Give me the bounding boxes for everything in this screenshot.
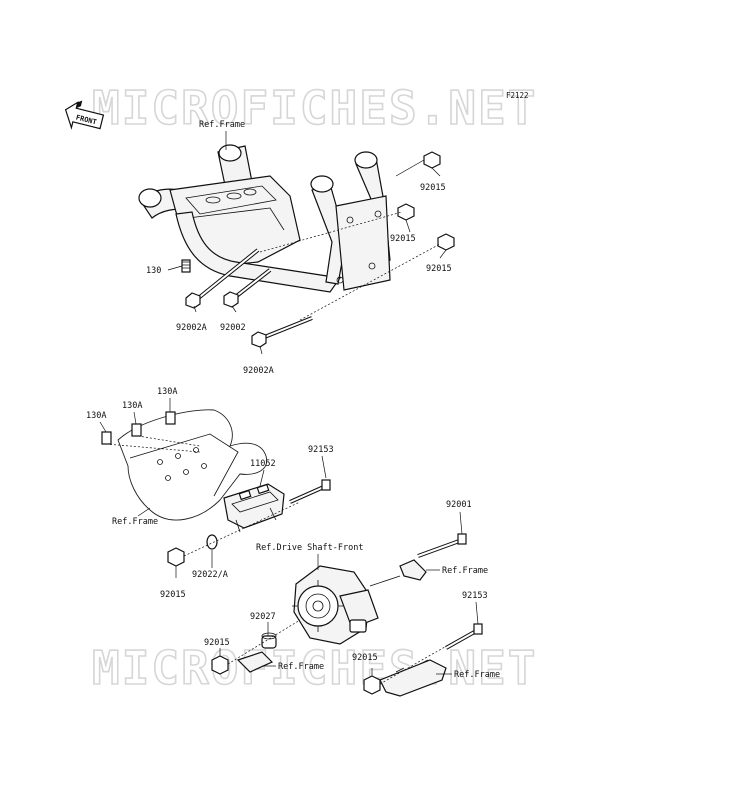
bolt-92001 [417,533,467,558]
front-arrow-icon: FRONT [64,100,105,130]
label-92002: 92002 [220,323,246,333]
label-11052: 11052 [250,459,276,469]
front-differential [292,565,401,645]
label-ref-frame-mid: Ref.Frame [112,517,158,527]
label-92022a: 92022/A [192,570,228,580]
frame-outline-mid [117,409,268,521]
watermark-top: MICROFICHES.NET [92,81,537,135]
label-ref-drive-shaft: Ref.Drive Shaft-Front [256,543,363,553]
bracket-bottom-frame [236,651,274,673]
diagram-code: F2122 [506,91,529,100]
bracket-11052 [223,483,285,533]
nut-92015-mid [167,547,185,567]
label-ref-frame-bottom: Ref.Frame [278,662,324,672]
nut-92015-bottom-right [363,675,381,695]
label-92001: 92001 [446,500,472,510]
bracket-bottom-right [379,659,447,697]
bolt-92002a-long [185,248,260,309]
engine-mount-bracket [138,144,455,293]
label-130: 130 [146,266,161,276]
label-ref-frame-bottom-right: Ref.Frame [454,670,500,680]
label-ref-frame-right: Ref.Frame [442,566,488,576]
label-130a-a: 130A [86,411,106,421]
bolt-130 [181,259,191,273]
label-92015-c: 92015 [426,264,452,274]
bolt-92153-upper [289,479,331,504]
label-92015-f: 92015 [352,653,378,663]
label-92002a-b: 92002A [243,366,274,376]
label-ref-frame-top: Ref.Frame [199,120,245,130]
label-92153-b: 92153 [462,591,488,601]
watermark-bottom: MICROFICHES.NET [92,641,537,695]
label-92015-b: 92015 [390,234,416,244]
label-92027: 92027 [250,612,276,622]
label-92015-a: 92015 [420,183,446,193]
collar-92027 [261,632,277,649]
bolts-130a [101,411,176,445]
washer-92022a [206,534,218,550]
bolt-92002a-lower [251,316,313,348]
label-92002a-a: 92002A [176,323,207,333]
nut-92015-bottom-left [211,655,229,675]
label-130a-b: 130A [122,401,142,411]
label-92153-a: 92153 [308,445,334,455]
label-92015-d: 92015 [160,590,186,600]
label-92015-e: 92015 [204,638,230,648]
bracket-right-frame [399,559,427,581]
label-130a-c: 130A [157,387,177,397]
bolt-92002 [223,268,272,308]
